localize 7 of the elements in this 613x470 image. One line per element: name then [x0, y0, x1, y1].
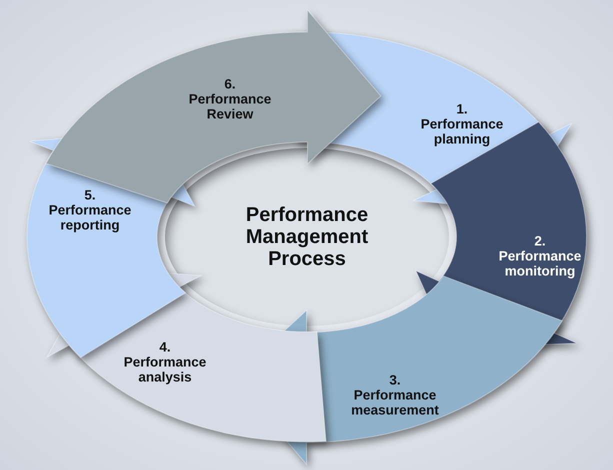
step-label: 3. Performance measurement	[350, 374, 440, 418]
step-label: 1. Performance planning	[420, 102, 504, 148]
center-title: Performance Management Process	[244, 204, 370, 270]
step-label: 4. Performance analysis	[122, 340, 208, 386]
step-label: 6. Performance Review	[188, 78, 272, 122]
step-label: 2. Performance monitoring	[498, 234, 582, 280]
step-label: 5. Performance reporting	[48, 188, 132, 234]
